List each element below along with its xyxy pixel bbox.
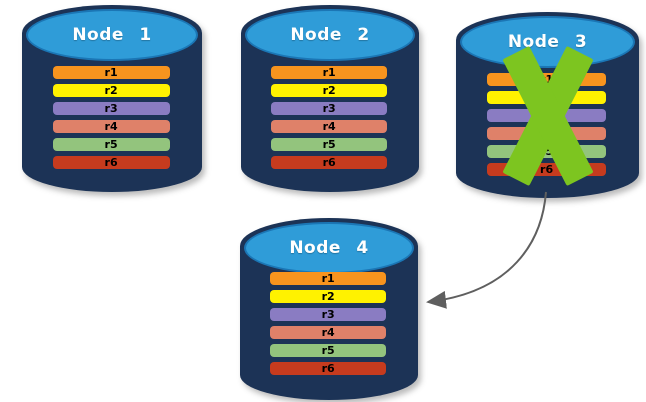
node2-cylinder-top: Node 2 [245, 9, 415, 61]
node3-title: Node 3 [507, 32, 588, 52]
failure-cross-icon [498, 45, 598, 187]
row-r2: r2 [271, 84, 387, 97]
row-r4: r4 [270, 326, 386, 339]
row-r2: r2 [270, 290, 386, 303]
row-r5: r5 [271, 138, 387, 151]
node4-cylinder-top: Node 4 [244, 222, 414, 274]
row-r1: r1 [271, 66, 387, 79]
row-r5: r5 [52, 138, 170, 151]
row-r5: r5 [270, 344, 386, 357]
node1-rows: r1 r2 r3 r4 r5 r6 [52, 66, 170, 174]
row-r3: r3 [271, 102, 387, 115]
row-r4: r4 [271, 120, 387, 133]
node2-title: Node 2 [290, 25, 370, 45]
node4-cylinder: Node 4 r1 r2 r3 r4 r5 r6 [240, 218, 418, 400]
row-r1: r1 [52, 66, 170, 79]
node2-cylinder: Node 2 r1 r2 r3 r4 r5 r6 [241, 5, 419, 192]
node3-cylinder: Node 3 r1 r2 r3 r4 r5 r6 [456, 12, 639, 198]
node4-title: Node 4 [289, 238, 369, 258]
failover-arrow-path [426, 191, 547, 309]
row-r3: r3 [270, 308, 386, 321]
row-r4: r4 [52, 120, 170, 133]
row-r2: r2 [52, 84, 170, 97]
node1-title: Node 1 [72, 25, 152, 45]
row-r6: r6 [271, 156, 387, 169]
node1-cylinder: Node 1 r1 r2 r3 r4 r5 r6 [22, 5, 202, 192]
row-r1: r1 [270, 272, 386, 285]
node1-cylinder-top: Node 1 [26, 9, 198, 61]
node2-rows: r1 r2 r3 r4 r5 r6 [271, 66, 387, 174]
row-r3: r3 [52, 102, 170, 115]
node3-cylinder-top: Node 3 [460, 16, 635, 68]
row-r6: r6 [52, 156, 170, 169]
row-r6: r6 [270, 362, 386, 375]
node4-rows: r1 r2 r3 r4 r5 r6 [270, 272, 386, 380]
